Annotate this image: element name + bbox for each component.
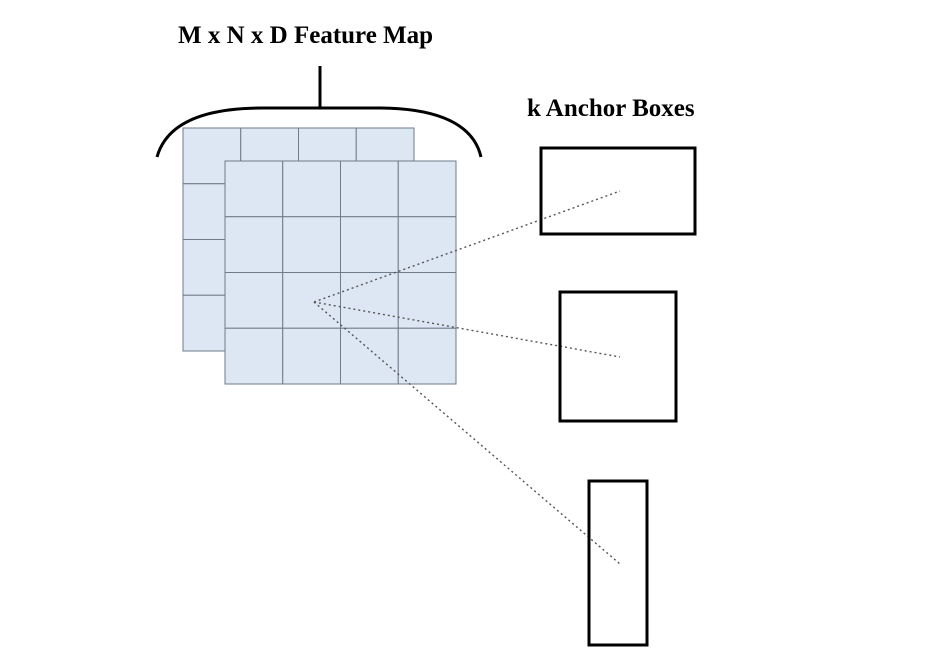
front-layer-cell-r1-c2 [340,216,399,273]
feature-map-layer-front [224,160,457,385]
anchor-box-wide [539,146,697,236]
front-layer-cell-r3-c2 [340,327,399,385]
connector-line-square [313,301,621,358]
anchor-box-square [558,290,678,423]
front-layer-cell-r2-c0 [224,272,284,329]
front-layer-cell-r1-c1 [282,216,341,273]
connector-line-wide [313,190,621,303]
front-layer-cell-r1-c3 [397,216,457,273]
anchor-boxes [539,146,697,647]
front-layer-cell-r3-c3 [397,327,457,385]
front-layer-cell-r1-c0 [224,216,284,273]
front-layer-cell-r0-c0 [224,160,284,218]
bracket-arc [155,106,483,158]
front-layer-cell-r0-c3 [397,160,457,218]
front-layer-cell-r2-c1 [282,272,341,329]
anchor-boxes-title: k Anchor Boxes [527,95,695,122]
anchor-box-tall [587,479,649,647]
front-layer-cell-r0-c2 [340,160,399,218]
front-layer-cell-r0-c1 [282,160,341,218]
front-layer-cell-r3-c0 [224,327,284,385]
connector-line-tall [313,301,621,565]
front-layer-cell-r2-c2 [340,272,399,329]
connector-lines [313,190,621,565]
front-layer-cell-r3-c1 [282,327,341,385]
feature-map-bracket [155,66,483,158]
feature-map-title: M x N x D Feature Map [178,22,434,49]
front-layer-cell-r2-c3 [397,272,457,329]
